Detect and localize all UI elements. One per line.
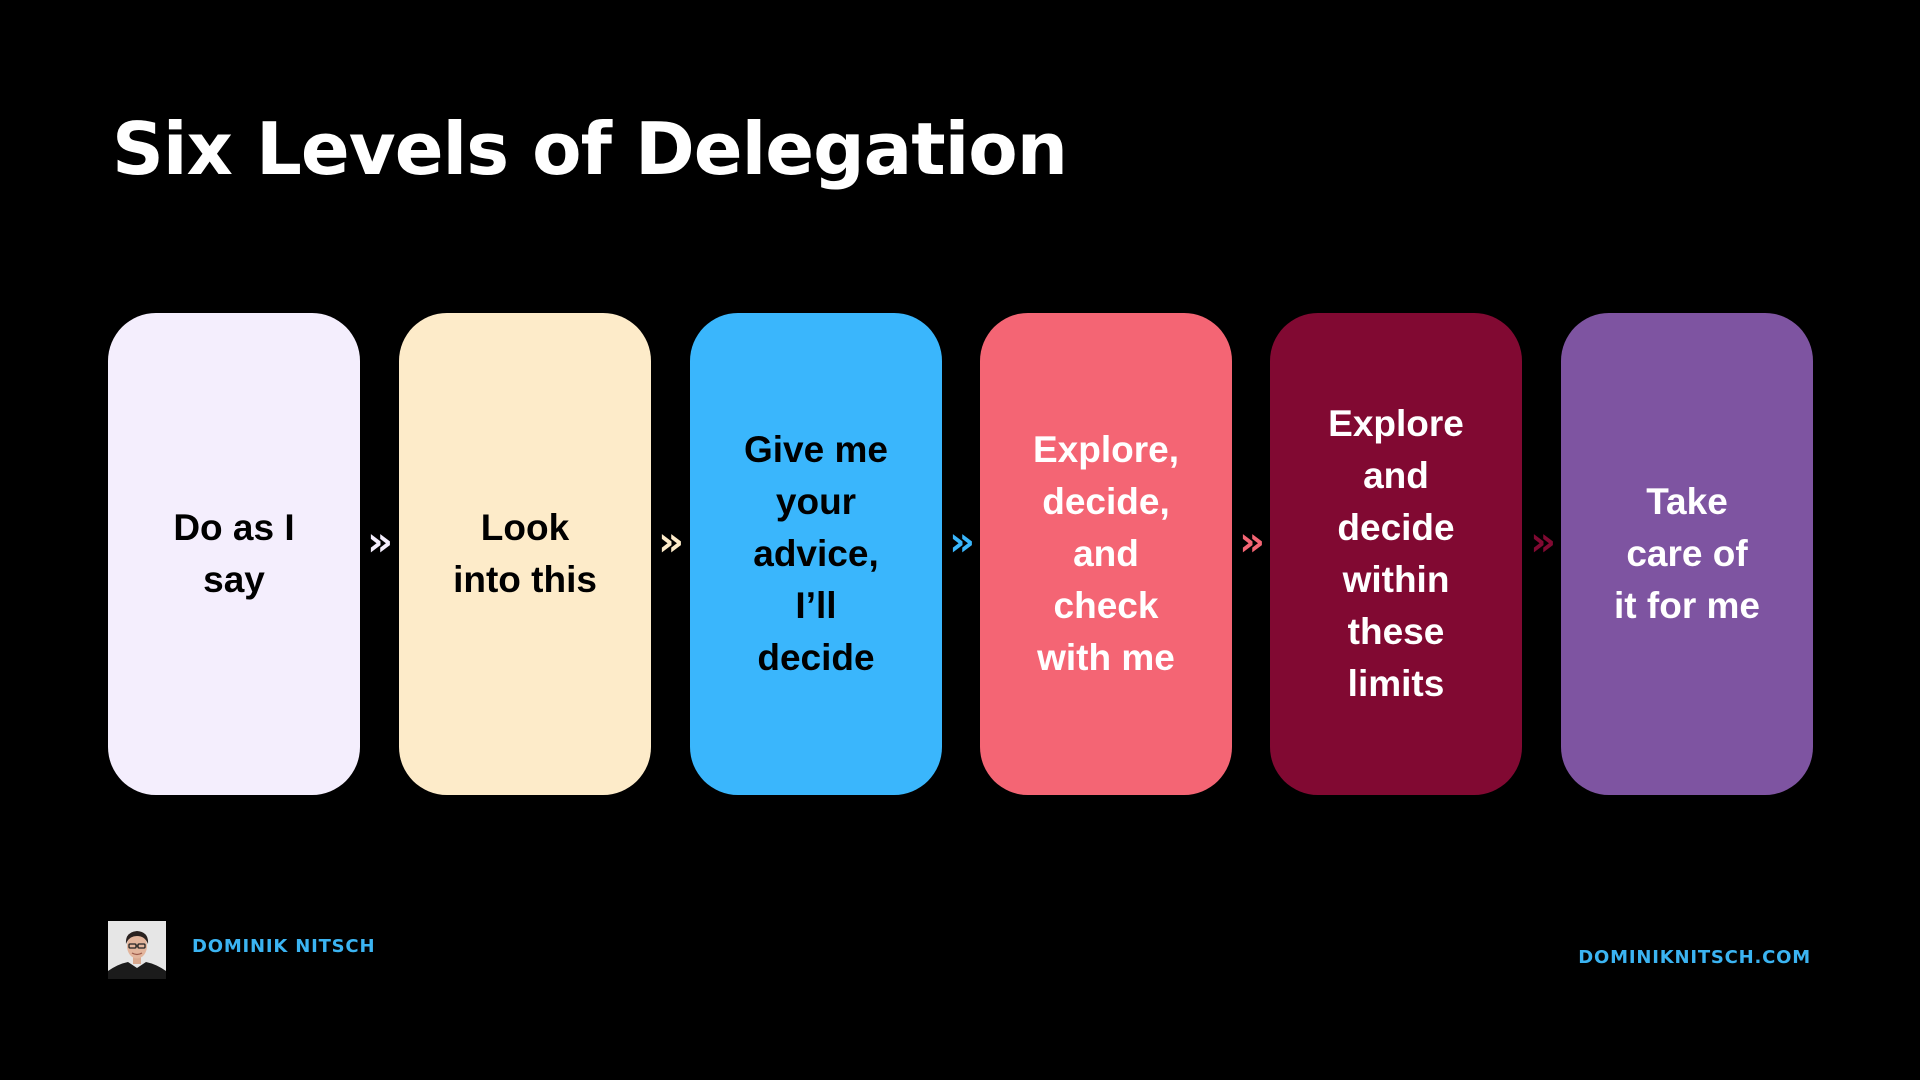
avatar xyxy=(108,921,166,979)
chevron-right-icon: » xyxy=(949,519,975,565)
slide-title: Six Levels of Delegation xyxy=(112,107,1068,191)
level-card-5: Explore and decide within these limits xyxy=(1270,313,1522,795)
author-name: DOMINIK NITSCH xyxy=(192,936,376,957)
level-card-4: Explore, decide, and check with me xyxy=(980,313,1232,795)
chevron-right-icon: » xyxy=(1530,519,1556,565)
level-label: Do as I say xyxy=(173,507,295,600)
level-label: Explore and decide within these limits xyxy=(1328,403,1464,704)
level-label: Look into this xyxy=(453,507,597,600)
chevron-right-icon: » xyxy=(1239,519,1265,565)
level-card-3: Give me your advice, I’ll decide xyxy=(690,313,942,795)
level-label: Take care of it for me xyxy=(1614,481,1760,626)
chevron-right-icon: » xyxy=(658,519,684,565)
delegation-levels: Do as I say » Look into this » Give me y… xyxy=(108,313,1813,795)
level-label: Explore, decide, and check with me xyxy=(1033,429,1179,678)
level-card-1: Do as I say xyxy=(108,313,360,795)
website-link[interactable]: DOMINIKNITSCH.COM xyxy=(1578,947,1811,968)
level-label: Give me your advice, I’ll decide xyxy=(744,429,888,678)
level-card-2: Look into this xyxy=(399,313,651,795)
chevron-right-icon: » xyxy=(367,519,393,565)
level-card-6: Take care of it for me xyxy=(1561,313,1813,795)
person-photo-icon xyxy=(108,921,166,979)
